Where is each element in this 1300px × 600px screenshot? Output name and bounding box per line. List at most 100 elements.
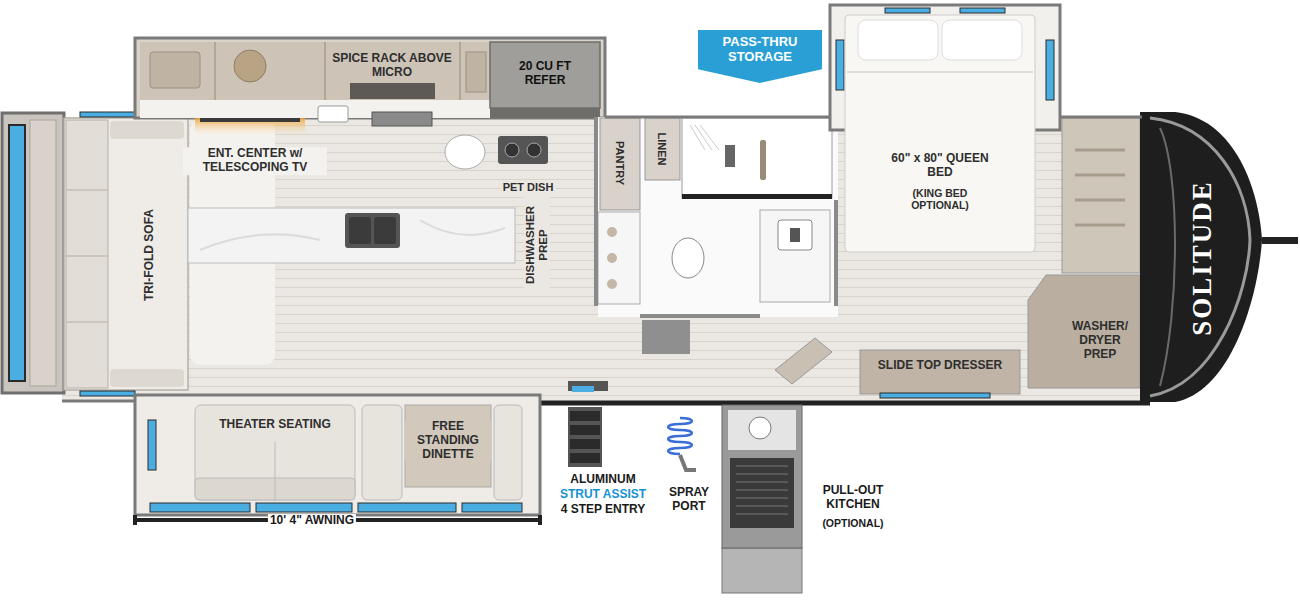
window bbox=[960, 8, 1005, 13]
wall bbox=[834, 200, 838, 306]
dimension-label: 10' 4" AWNING bbox=[268, 514, 356, 528]
window bbox=[885, 8, 930, 13]
prep-counter bbox=[728, 410, 796, 450]
refrigerator-door bbox=[490, 108, 600, 118]
cabinets bbox=[140, 42, 490, 100]
callout-text: SPRAY PORT bbox=[661, 486, 717, 514]
refrigerator bbox=[490, 42, 600, 108]
shower-handle bbox=[760, 140, 766, 180]
rear-cabinet bbox=[30, 120, 56, 386]
range-hood bbox=[372, 112, 432, 126]
cap-stripe bbox=[1160, 128, 1175, 386]
furniture-label: SLIDE TOP DRESSER bbox=[876, 359, 1004, 373]
kitchen-slide-rail bbox=[722, 548, 802, 593]
island bbox=[188, 208, 515, 263]
window bbox=[1046, 40, 1054, 100]
option-note: (KING BED OPTIONAL) bbox=[883, 187, 997, 211]
shower-glass bbox=[690, 125, 719, 150]
option-note: (OPTIONAL) bbox=[820, 517, 885, 529]
step bbox=[570, 425, 600, 435]
furniture-label: THEATER SEATING bbox=[217, 418, 333, 432]
vanity bbox=[598, 212, 640, 304]
grill bbox=[730, 458, 794, 528]
theater-seating bbox=[195, 405, 355, 500]
wall bbox=[640, 314, 760, 318]
sofa bbox=[64, 118, 188, 390]
bed bbox=[845, 15, 1035, 252]
cushion-seam bbox=[66, 322, 108, 323]
fixture bbox=[607, 279, 617, 289]
wall bbox=[62, 400, 135, 403]
sink bbox=[749, 417, 771, 439]
rear-wall bbox=[2, 113, 64, 393]
feature-label: PET DISH bbox=[501, 181, 556, 194]
entry-door bbox=[568, 381, 608, 391]
wall bbox=[1060, 116, 1142, 119]
basin bbox=[374, 217, 396, 244]
storage-callout: PASS-THRU STORAGE bbox=[698, 30, 822, 83]
nightstand bbox=[775, 338, 832, 384]
callout-text: STRUT ASSIST bbox=[558, 488, 648, 502]
spray-hose bbox=[668, 418, 692, 454]
vanity bbox=[760, 210, 830, 302]
floor bbox=[62, 117, 1142, 401]
island-sink bbox=[345, 213, 400, 248]
dinette-table bbox=[405, 405, 491, 487]
counter bbox=[140, 100, 490, 118]
cabinet-label: SPICE RACK ABOVE MICRO bbox=[330, 52, 454, 80]
window bbox=[150, 503, 250, 512]
cushion-seam bbox=[66, 256, 108, 257]
tv-lift bbox=[200, 118, 300, 122]
fixture bbox=[607, 227, 617, 237]
shower-curb bbox=[682, 194, 832, 199]
shower bbox=[682, 118, 832, 198]
shelf-item bbox=[466, 52, 486, 92]
burner bbox=[505, 143, 519, 157]
front-cap bbox=[1140, 112, 1262, 402]
cap-stripe bbox=[1150, 118, 1250, 396]
pillow bbox=[942, 20, 1022, 60]
brand-logo: SOLITUDE bbox=[1187, 178, 1218, 338]
pantry bbox=[600, 118, 640, 210]
appliance-label: 20 CU FT REFER bbox=[498, 60, 592, 88]
step bbox=[570, 411, 600, 421]
blanket-fold bbox=[847, 71, 1033, 73]
living-slide bbox=[135, 395, 540, 515]
basin bbox=[349, 217, 371, 244]
bath-door bbox=[642, 320, 690, 354]
feature-label: WASHER/ DRYER PREP bbox=[1066, 320, 1134, 361]
shelf-item bbox=[150, 52, 200, 88]
window bbox=[80, 391, 135, 396]
pull-out-kitchen bbox=[722, 405, 802, 548]
bathroom bbox=[598, 117, 838, 317]
dinette-seat bbox=[362, 405, 402, 500]
window bbox=[80, 112, 135, 117]
wall bbox=[594, 117, 598, 306]
shower-fixture bbox=[725, 145, 735, 167]
callout-text: ALUMINUM bbox=[568, 473, 637, 487]
toilet bbox=[672, 238, 704, 278]
pet-dish bbox=[445, 135, 485, 169]
kitchen-slide bbox=[135, 38, 605, 118]
faucet bbox=[790, 228, 800, 242]
awning-cap bbox=[538, 515, 542, 525]
shelves bbox=[1075, 150, 1125, 225]
storage-label: PANTRY bbox=[614, 139, 627, 187]
spray-nozzle bbox=[680, 455, 696, 470]
entry-steps bbox=[568, 407, 602, 467]
dinette-seat bbox=[494, 405, 522, 500]
callout-text: 4 STEP ENTRY bbox=[559, 503, 648, 517]
washer-dryer-cabinet bbox=[1028, 275, 1140, 388]
fixture bbox=[607, 253, 617, 263]
feature-label: DISHWASHER PREP bbox=[524, 197, 550, 293]
window bbox=[836, 40, 844, 90]
cabinet-divider bbox=[214, 42, 216, 100]
step bbox=[570, 439, 600, 449]
window bbox=[9, 125, 25, 381]
cabinet-divider bbox=[459, 42, 461, 100]
cushion-seam bbox=[66, 190, 108, 191]
hitch bbox=[1262, 237, 1298, 244]
wall bbox=[605, 116, 830, 119]
